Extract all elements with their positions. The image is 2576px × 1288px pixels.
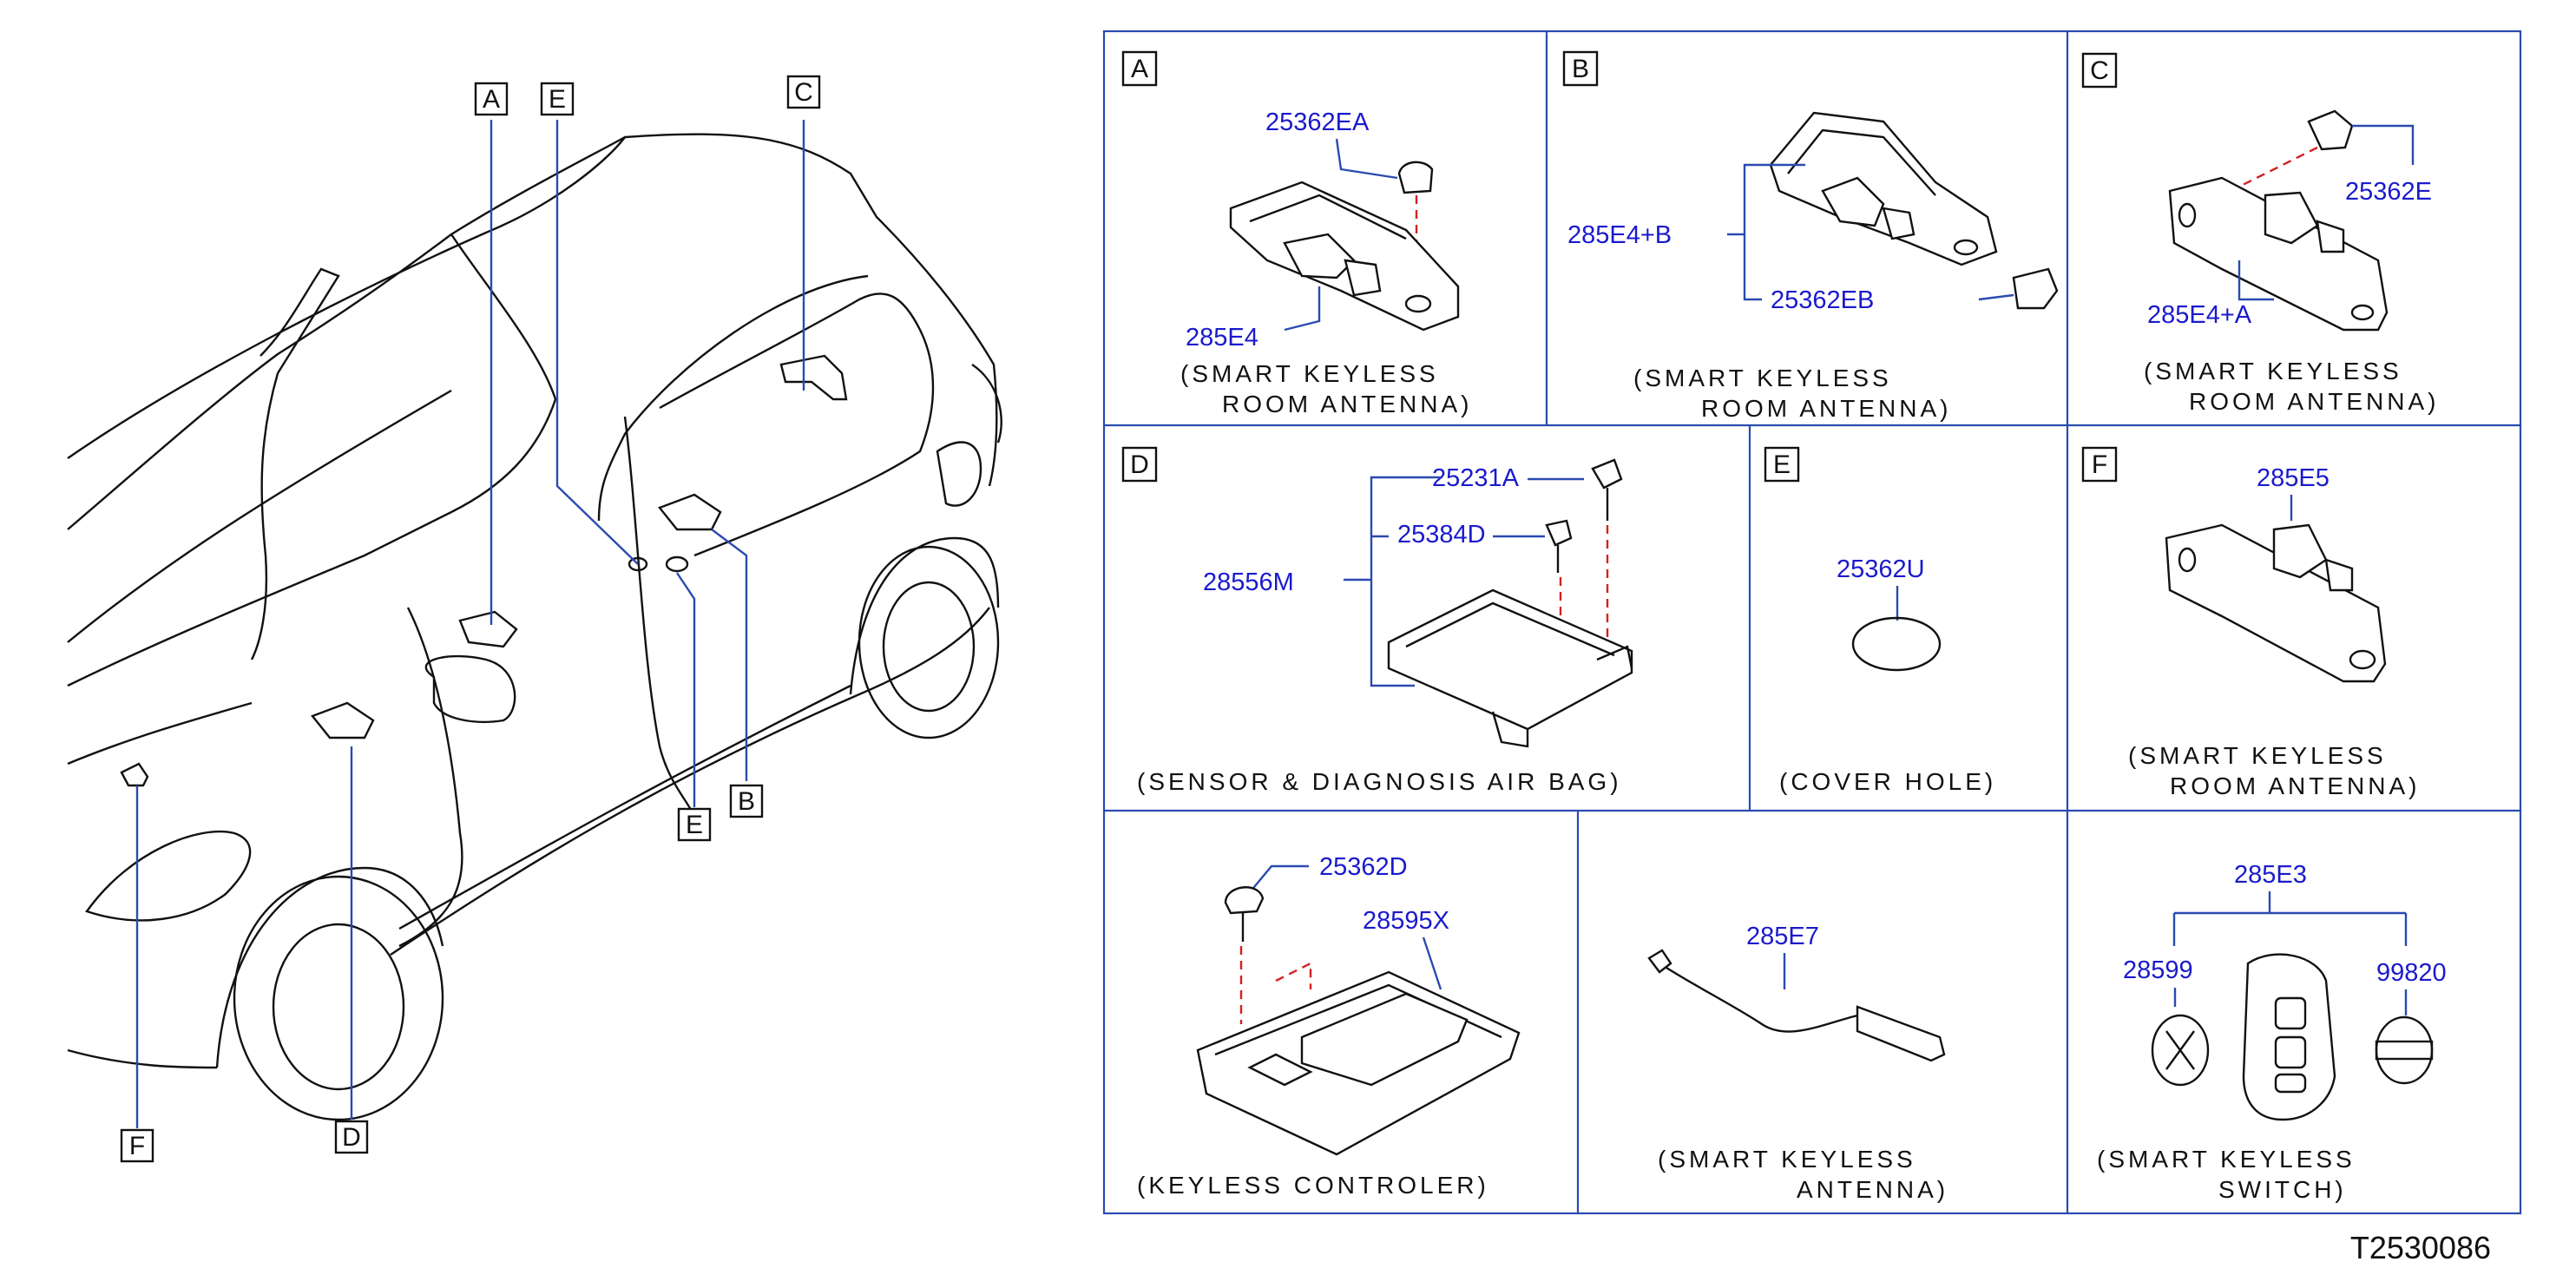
svg-text:D: D xyxy=(342,1123,361,1152)
svg-text:E: E xyxy=(549,85,566,114)
svg-text:C: C xyxy=(2090,56,2109,85)
part-number: 285E4+A xyxy=(2147,301,2252,329)
svg-text:D: D xyxy=(1130,450,1149,479)
panel-caption: (SMART KEYLESS xyxy=(2128,742,2387,769)
panel-caption: SWITCH) xyxy=(2218,1176,2347,1203)
part-number: 285E5 xyxy=(2257,464,2330,492)
part-number: 25362EA xyxy=(1265,108,1370,136)
part-number: 28556M xyxy=(1203,568,1294,596)
svg-text:F: F xyxy=(129,1132,145,1160)
svg-text:A: A xyxy=(1131,55,1148,83)
panel-caption: ROOM ANTENNA) xyxy=(2189,388,2439,415)
part-number: 25362U xyxy=(1837,555,1925,583)
panel-b: B 285E4+B 25362EB (SMART KEYLESS ROOM AN… xyxy=(1562,50,2059,422)
svg-text:C: C xyxy=(794,78,813,107)
panel-e: E 25362U (COVER HOLE) xyxy=(1764,446,1996,795)
panel-caption: (SMART KEYLESS xyxy=(1658,1146,1916,1173)
part-number: 28599 xyxy=(2123,956,2193,984)
part-number: 25362D xyxy=(1319,853,1408,881)
part-number: 25362EB xyxy=(1771,286,1874,314)
callout-f: F xyxy=(120,1128,154,1163)
diagram-code: T2530086 xyxy=(2350,1230,2491,1265)
part-number: 99820 xyxy=(2376,959,2447,987)
panel-caption: (KEYLESS CONTROLER) xyxy=(1137,1172,1489,1199)
part-number: 285E3 xyxy=(2234,861,2307,889)
car-illustration: A E C B E D F xyxy=(67,75,1002,1163)
part-number: 285E4 xyxy=(1186,324,1258,352)
callout-b: B xyxy=(729,784,764,818)
panel-f: F 285E5 (SMART KEYLESS ROOM ANTENNA) xyxy=(2081,446,2420,799)
callout-c: C xyxy=(786,75,821,109)
panel-caption: ROOM ANTENNA) xyxy=(2170,772,2420,799)
part-number: 285E4+B xyxy=(1567,221,1672,249)
panel-caption: ANTENNA) xyxy=(1797,1176,1948,1203)
panel-caption: (SMART KEYLESS xyxy=(1180,360,1439,387)
part-number: 285E7 xyxy=(1746,923,1819,950)
emblem-icon xyxy=(2375,1015,2434,1085)
panel-d: D 25231A 25384D 28556M (SENSOR & DIAGNOS… xyxy=(1121,446,1633,795)
panel-keyless-controller: 25362D 28595X (KEYLESS CONTROLER) xyxy=(1137,853,1521,1199)
part-number: 25231A xyxy=(1432,464,1520,492)
svg-text:E: E xyxy=(686,811,703,839)
callout-a: A xyxy=(474,82,509,116)
panel-caption: (SMART KEYLESS xyxy=(2144,358,2402,384)
panel-caption: (SMART KEYLESS xyxy=(2097,1146,2356,1173)
panel-caption: (SENSOR & DIAGNOSIS AIR BAG) xyxy=(1137,768,1622,795)
svg-text:A: A xyxy=(483,85,500,114)
parts-grid xyxy=(1102,30,2522,1215)
callout-e-upper: E xyxy=(540,82,575,116)
callout-e-lower: E xyxy=(677,807,712,842)
svg-text:B: B xyxy=(1572,55,1589,83)
panel-caption: (COVER HOLE) xyxy=(1779,768,1996,795)
part-number: 28595X xyxy=(1363,907,1449,935)
svg-text:E: E xyxy=(1773,450,1791,479)
panel-c: C 25362E 285E4+A (SMART KEYLESS ROOM ANT… xyxy=(2081,52,2439,415)
part-number: 25384D xyxy=(1397,521,1486,549)
panel-smart-keyless-antenna: 285E7 (SMART KEYLESS ANTENNA) xyxy=(1647,923,1948,1203)
panel-caption: ROOM ANTENNA) xyxy=(1701,395,1951,422)
panel-smart-keyless-switch: 285E3 28599 99820 (SMART KEYLESS SWITCH) xyxy=(2097,861,2447,1203)
panel-caption: (SMART KEYLESS xyxy=(1633,365,1892,391)
svg-text:B: B xyxy=(738,787,755,816)
callout-d: D xyxy=(334,1120,369,1154)
svg-text:F: F xyxy=(2092,450,2107,479)
part-number: 25362E xyxy=(2345,178,2432,206)
panel-caption: ROOM ANTENNA) xyxy=(1222,391,1472,417)
panel-a: A 25362EA 285E4 (SMART KEYLESS ROOM ANTE… xyxy=(1121,50,1472,417)
